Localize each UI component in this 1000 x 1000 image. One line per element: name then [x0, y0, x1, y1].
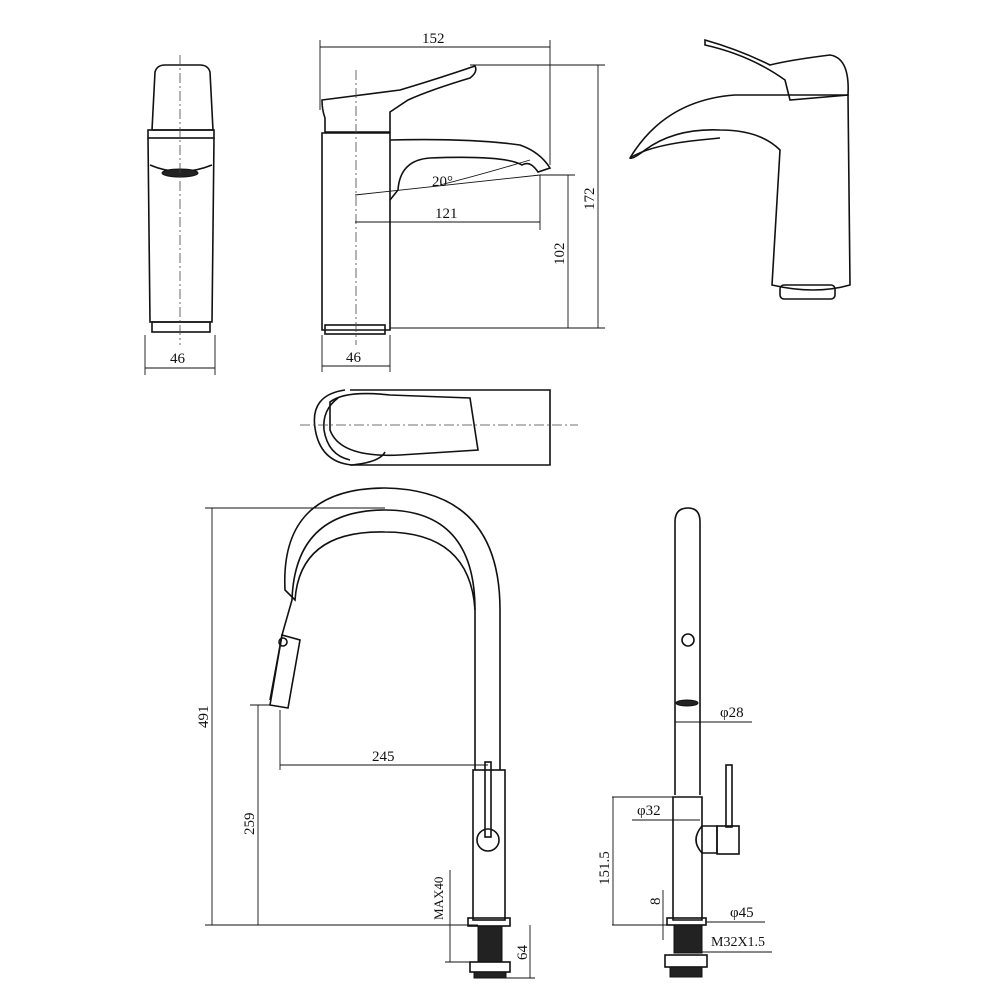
dim-body-diameter: φ32: [637, 803, 661, 819]
dim-front-width: 46: [346, 350, 362, 366]
dim-hose-diameter: φ28: [720, 705, 744, 721]
dim-body-height: 151.5: [597, 851, 613, 885]
dim-height-total: 172: [582, 188, 598, 211]
basin-top-view: [300, 389, 578, 466]
basin-side-view: 46: [144, 55, 216, 375]
dim-side-width: 46: [170, 351, 186, 367]
dim-spout-height: 102: [552, 243, 568, 266]
basin-perspective-view: [628, 38, 851, 300]
dim-flange-height: 8: [648, 898, 664, 906]
kitchen-front-view: 491 259 245 MAX40 64: [196, 487, 535, 979]
kitchen-side-view: φ28 φ32 151.5 8 φ45 M32X1.5: [597, 507, 772, 978]
dim-spout-reach: 121: [435, 206, 458, 222]
basin-front-view: 152 172 102 121 20° 46: [319, 31, 605, 372]
dim-width-total: 152: [422, 31, 445, 47]
dim-shank-length: 64: [515, 945, 531, 961]
dim-kitchen-height: 491: [196, 706, 212, 729]
dim-spout-angle: 20°: [432, 174, 453, 190]
dim-kitchen-reach: 245: [372, 749, 395, 765]
dim-flange-diameter: φ45: [730, 905, 754, 921]
dim-max-deck: MAX40: [431, 877, 446, 920]
dim-thread: M32X1.5: [711, 935, 765, 950]
dim-kitchen-spout-height: 259: [242, 813, 258, 836]
